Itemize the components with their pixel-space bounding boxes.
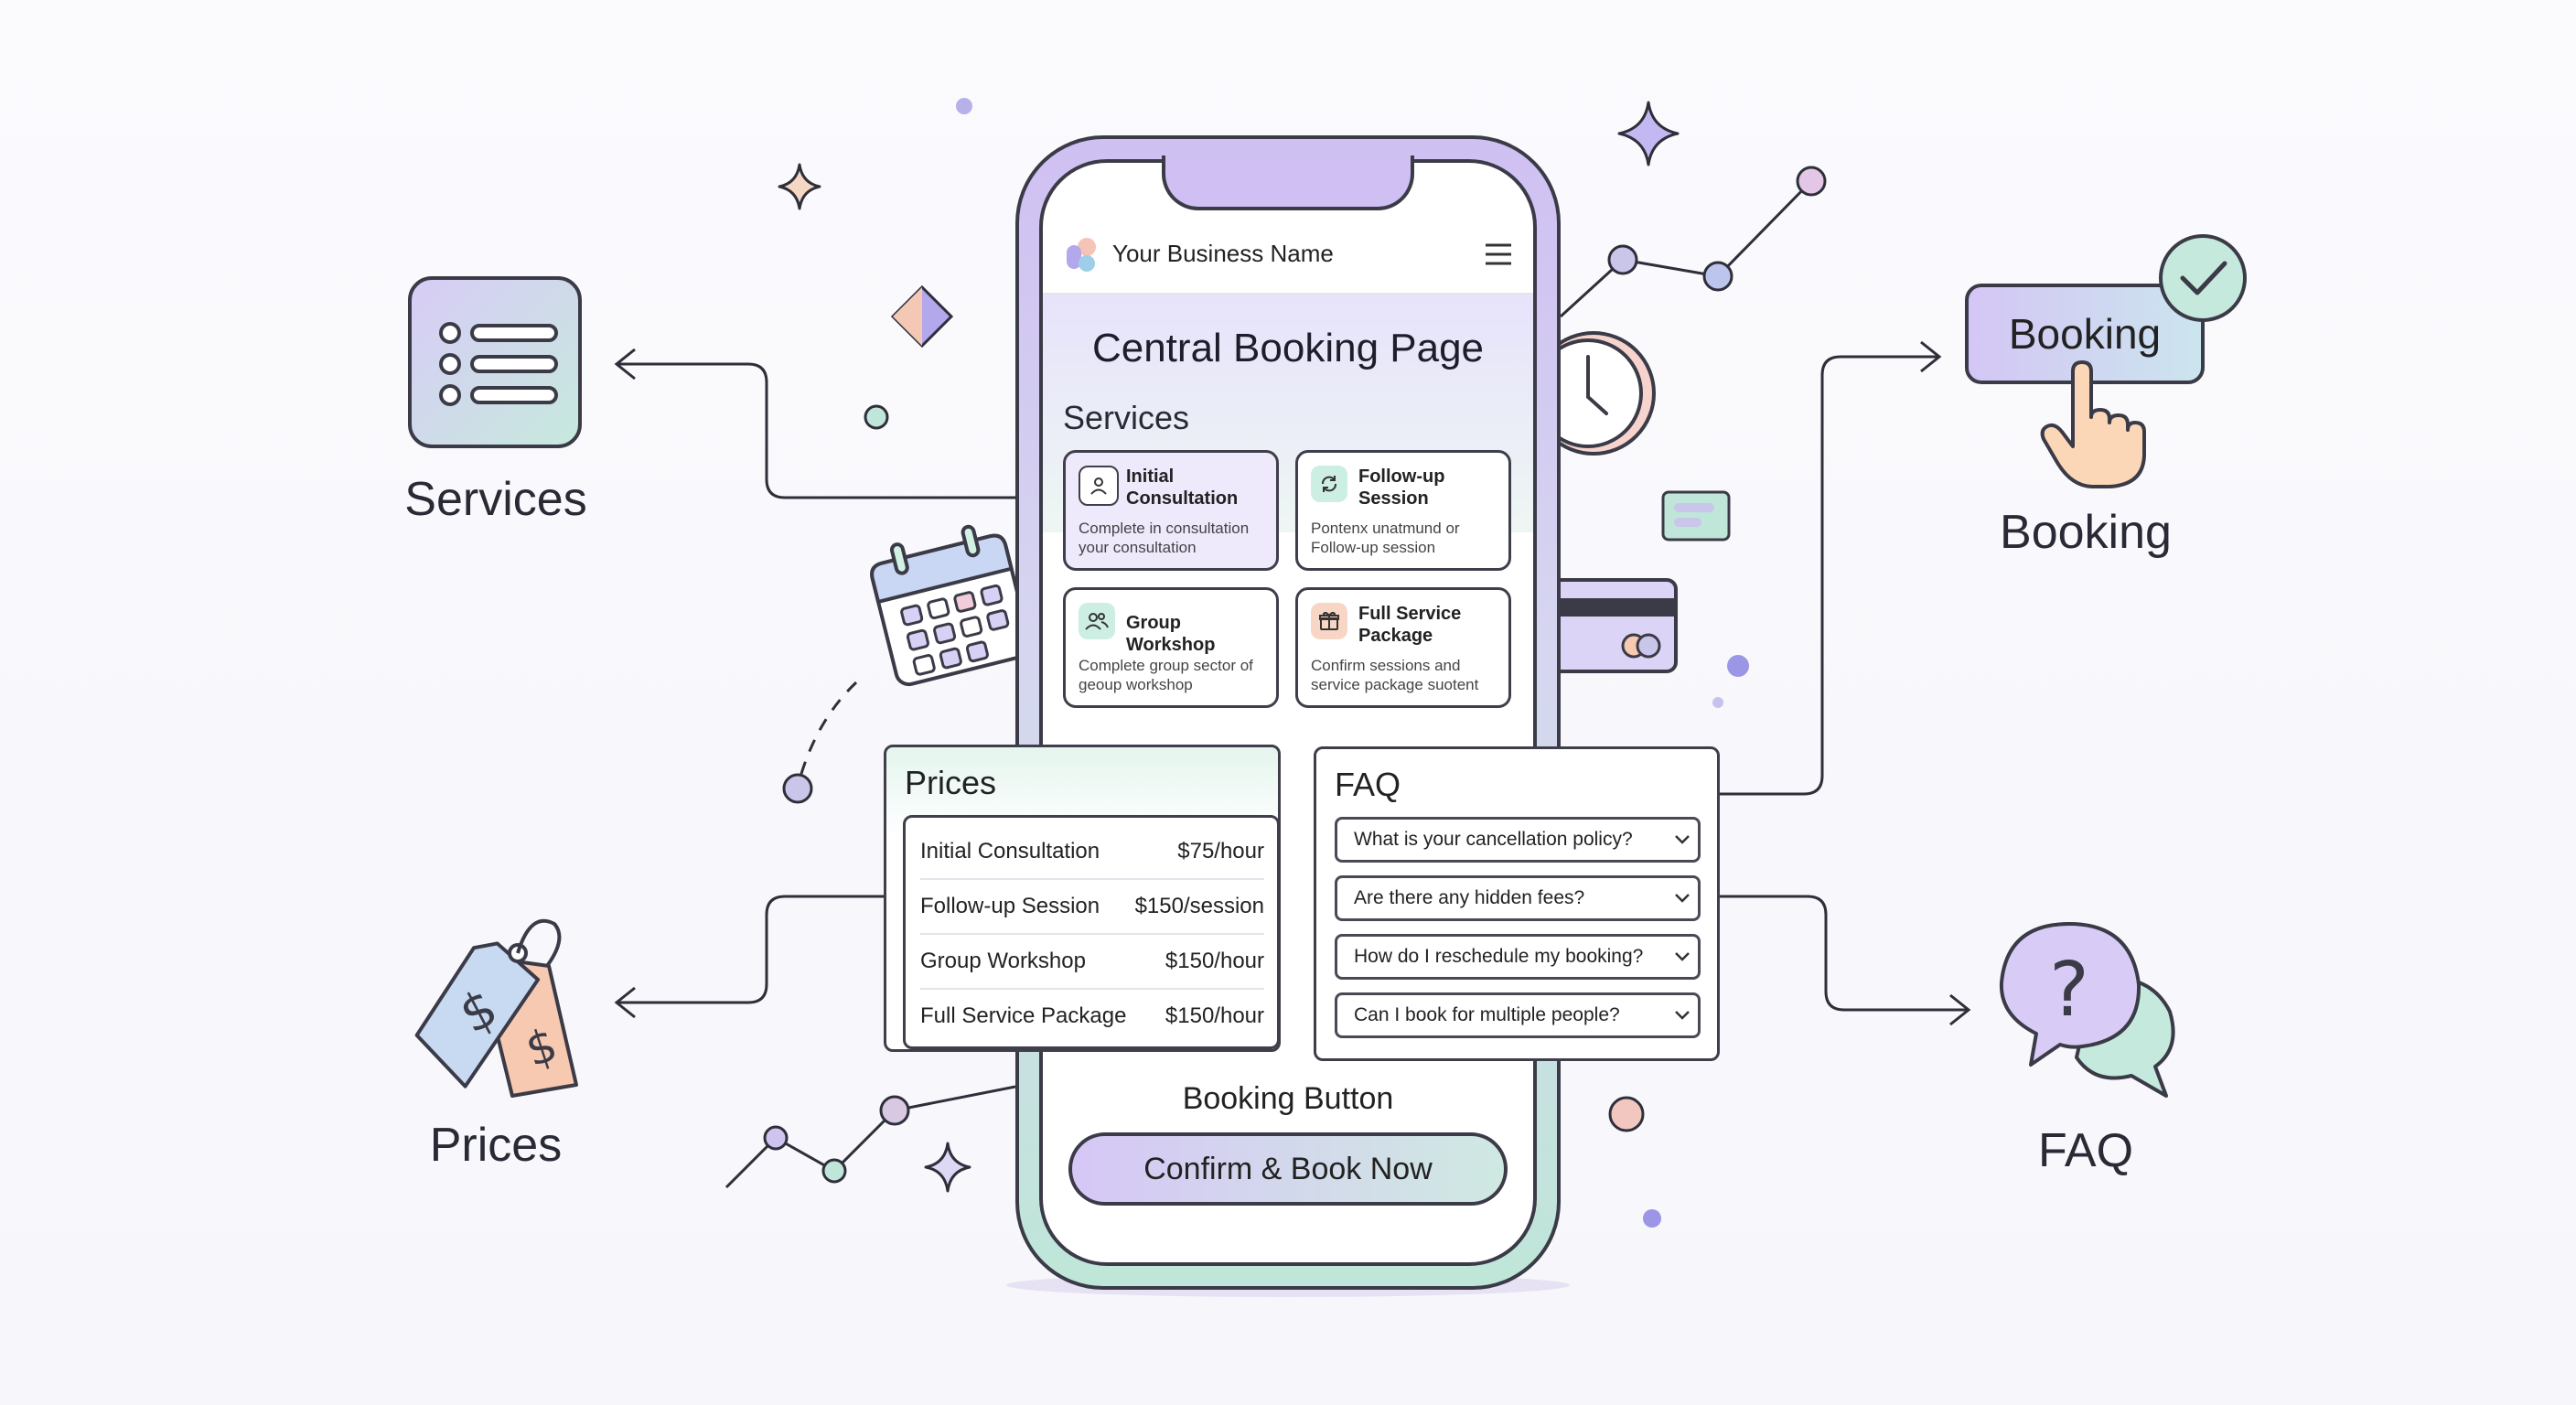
pointer-hand-icon [2036, 359, 2148, 490]
faq-connector [1720, 895, 1967, 1012]
price-value: $150/session [1134, 894, 1264, 918]
faq-item-hidden-fees[interactable]: Are there any hidden fees? [1335, 875, 1701, 921]
question-chat-icon: ? [1994, 920, 2177, 1103]
service-desc: Pontenx unatmund or Follow-up session [1311, 520, 1460, 556]
price-name: Full Service Package [920, 1003, 1127, 1028]
faq-question: How do I reschedule my booking? [1354, 946, 1644, 967]
services-connector [618, 362, 1015, 499]
sparkle-top-right [1617, 101, 1680, 166]
service-card-full-service-package[interactable]: Full Service Package Confirm sessions an… [1295, 587, 1511, 708]
price-tag-icon: $ $ [393, 902, 595, 1103]
business-name: Your Business Name [1112, 240, 1334, 267]
chevron-down-icon [1667, 1010, 1698, 1021]
check-badge-icon [2155, 231, 2250, 326]
faq-arrow [1949, 993, 1971, 1026]
refresh-icon [1311, 466, 1347, 502]
faq-item-multiple-people[interactable]: Can I book for multiple people? [1335, 992, 1701, 1038]
gift-icon [1311, 603, 1347, 639]
service-title: Initial Consultation [1126, 467, 1239, 509]
faq-item-cancellation[interactable]: What is your cancellation policy? [1335, 817, 1701, 863]
faq-side-label: FAQ [2037, 1124, 2134, 1177]
service-desc: Complete in consultation your consultati… [1079, 520, 1250, 556]
price-name: Group Workshop [920, 949, 1086, 973]
booking-arrow [1920, 340, 1942, 373]
prices-heading: Prices [905, 764, 997, 801]
chevron-down-icon [1667, 893, 1698, 904]
services-heading: Services [1063, 399, 1190, 436]
message-card-icon [1659, 488, 1733, 543]
booking-side-label: Booking [2000, 506, 2172, 559]
price-value: $75/hour [1177, 839, 1264, 863]
price-row: Group Workshop $150/hour [920, 935, 1264, 990]
graph-line-top [1559, 179, 1813, 318]
service-title: Group Workshop [1126, 613, 1216, 655]
prices-table: Initial Consultation $75/hour Follow-up … [903, 815, 1280, 1049]
faq-panel: FAQ What is your cancellation policy? Ar… [1314, 746, 1720, 1061]
service-title: Follow-up Session [1358, 467, 1445, 509]
faq-heading: FAQ [1335, 766, 1401, 803]
price-value: $150/hour [1165, 1003, 1264, 1028]
header-divider [1043, 293, 1533, 295]
booking-button-label: Booking Button [1182, 1081, 1394, 1116]
chevron-down-icon [1667, 951, 1698, 962]
faq-question: What is your cancellation policy? [1354, 829, 1633, 850]
service-title: Full Service Package [1358, 604, 1462, 646]
faq-question: Are there any hidden fees? [1354, 887, 1585, 908]
group-icon [1079, 603, 1115, 639]
price-name: Follow-up Session [920, 894, 1100, 918]
prices-panel: Prices Initial Consultation $75/hour Fol… [884, 745, 1281, 1052]
services-list-icon [408, 276, 582, 448]
sparkle-bottom [924, 1142, 971, 1193]
service-desc: Confirm sessions and service package suo… [1311, 657, 1479, 693]
booking-connector [1720, 355, 1937, 796]
price-name: Initial Consultation [920, 839, 1100, 863]
confirm-book-now-button[interactable]: Confirm & Book Now [1068, 1132, 1508, 1206]
page-title: Central Booking Page [1091, 326, 1485, 370]
calendar-icon [869, 521, 1032, 695]
services-side-label: Services [404, 473, 587, 526]
price-row: Initial Consultation $75/hour [920, 825, 1264, 880]
user-icon [1079, 466, 1119, 506]
service-desc: Complete group sector of geoup workshop [1079, 657, 1253, 693]
faq-item-reschedule[interactable]: How do I reschedule my booking? [1335, 934, 1701, 980]
brand-logo-icon [1063, 236, 1100, 273]
sparkle-top-left [778, 163, 821, 210]
phone-notch [1162, 156, 1414, 210]
chevron-down-icon [1667, 834, 1698, 845]
price-row: Full Service Package $150/hour [920, 990, 1264, 1043]
dashed-arc [796, 681, 858, 788]
prices-arrow [614, 986, 636, 1019]
service-card-group-workshop[interactable]: Group Workshop Complete group sector of … [1063, 587, 1279, 708]
prices-side-label: Prices [429, 1119, 563, 1172]
services-arrow [614, 348, 636, 381]
svg-text:?: ? [2049, 947, 2089, 1034]
clock-icon [1526, 324, 1656, 463]
credit-card-icon [1546, 576, 1680, 677]
price-value: $150/hour [1165, 949, 1264, 973]
prices-connector [618, 895, 884, 1004]
service-card-follow-up-session[interactable]: Follow-up Session Pontenx unatmund or Fo… [1295, 450, 1511, 571]
hamburger-menu-icon[interactable] [1482, 240, 1515, 269]
price-row: Follow-up Session $150/session [920, 880, 1264, 935]
service-card-initial-consultation[interactable]: Initial Consultation Complete in consult… [1063, 450, 1279, 571]
faq-question: Can I book for multiple people? [1354, 1004, 1620, 1025]
